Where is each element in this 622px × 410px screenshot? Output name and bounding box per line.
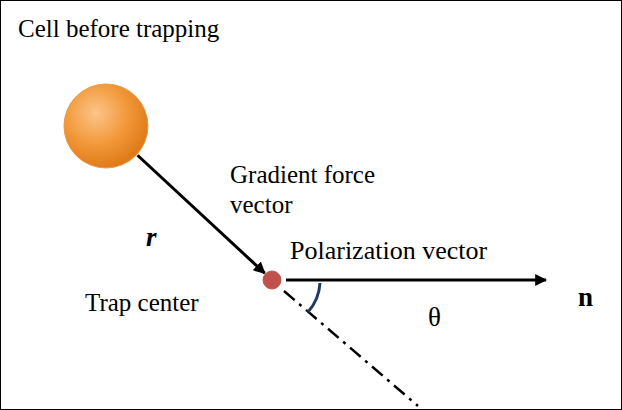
angle-symbol: θ⃗ <box>428 302 462 332</box>
cell-node: Cell before trapping <box>18 14 280 174</box>
polarization-arrow <box>286 279 546 282</box>
trap-dot <box>262 270 282 290</box>
vector-label: Polarization vector <box>290 236 487 266</box>
node-label: Cell before trapping <box>18 14 280 44</box>
dashed-axis <box>284 291 418 406</box>
vector-symbol: r⃗ <box>146 222 178 252</box>
vector-symbol: n⃗ <box>578 282 614 312</box>
node-label: Trap center <box>85 288 283 318</box>
edge-label: Gradient force vector <box>230 160 380 220</box>
cell-circle <box>63 83 149 169</box>
trap-dot <box>263 271 281 289</box>
cell-circle <box>64 84 148 168</box>
angle-arc <box>308 283 320 312</box>
trap-node: Trap center <box>85 266 283 316</box>
